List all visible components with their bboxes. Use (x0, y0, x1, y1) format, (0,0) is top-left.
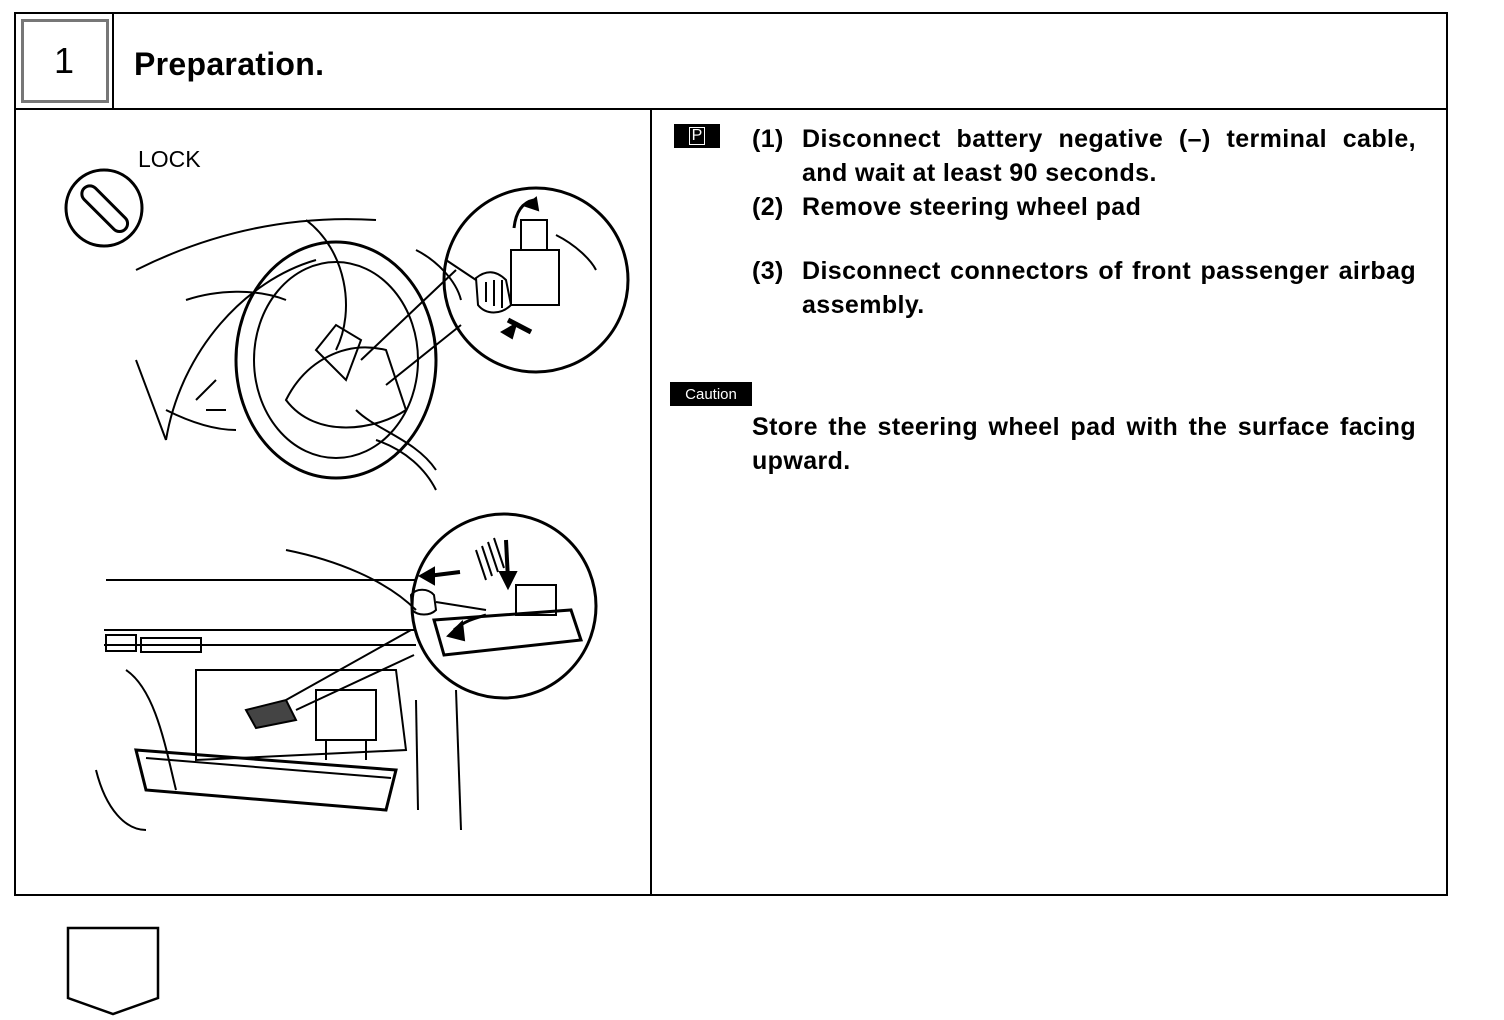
instruction-item: (3) Disconnect connectors of front passe… (752, 254, 1416, 322)
instruction-item: (1) Disconnect battery negative (–) term… (752, 122, 1416, 190)
ignition-lock-icon (64, 168, 144, 248)
illustration-panel: LOCK (16, 110, 652, 894)
preparation-badge: P (674, 124, 720, 148)
airbag-illustration (64, 168, 630, 831)
passenger-connector-detail (409, 512, 598, 700)
instruction-list: (1) Disconnect battery negative (–) term… (752, 122, 1416, 322)
instruction-number: (2) (752, 193, 784, 221)
instruction-panel: P (1) Disconnect battery negative (–) te… (652, 110, 1446, 894)
instruction-text: Disconnect connectors of front passenger… (802, 257, 1416, 319)
glovebox-drawing (95, 549, 462, 831)
page-marker-icon (66, 926, 160, 1016)
instruction-item: (2) Remove steering wheel pad (752, 190, 1416, 224)
procedure-frame: 1 Preparation. (14, 12, 1448, 896)
instruction-text: Disconnect battery negative (–) terminal… (802, 125, 1416, 187)
step-title: Preparation. (134, 46, 325, 82)
steering-wheel-drawing (135, 218, 462, 491)
preparation-badge-label: P (689, 127, 705, 145)
instruction-text: Remove steering wheel pad (802, 193, 1142, 221)
caution-text: Store the steering wheel pad with the su… (752, 413, 1416, 475)
step-header: 1 Preparation. (16, 14, 1446, 110)
instruction-number: (3) (752, 257, 784, 285)
lock-label: LOCK (138, 146, 201, 172)
steering-connector-detail (442, 186, 630, 374)
instruction-number: (1) (752, 125, 784, 153)
step-number: 1 (16, 14, 114, 108)
caution-badge: Caution (670, 382, 752, 406)
